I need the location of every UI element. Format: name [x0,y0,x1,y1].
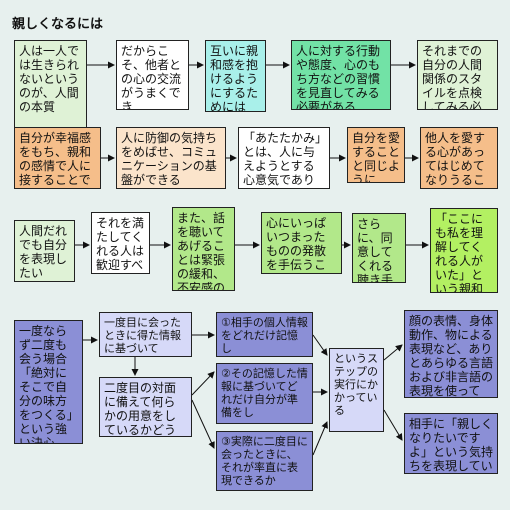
node-r2-2: 人に防御の気持ちをめばせ、コミュニケーションの基盤ができる [116,127,226,189]
node-check-2: ②その記憶した情報に基づいてどれだけ自分が準備をし [216,363,313,424]
node-r3-2: それを満たしてくれる人は歓迎すべき人 [91,212,150,274]
node-r1-4: 人に対する行動や態度、心のもち方などの習慣を見直してみる必要がある [291,40,391,110]
node-check-1: ①相手の個人情報をどれだけ記憶し [216,312,313,357]
node-r3-3: また、話を聴いてあげることは緊張の緩和、不安感の解消など [172,207,235,291]
node-step: というステップの実行にかかっている [329,348,384,432]
node-r1-2: だからこそ、他者との心の交流がうまくでき [116,40,189,110]
node-intro: 一度ならず二度も会う場合「絶対にそこで自分の味方をつくる」という強い決心が、まず… [14,320,83,444]
page-title: 親しくなるには [12,17,104,32]
node-r1-1: 人は一人では生きられないというのが、人間の本質 [14,40,87,138]
node-r3-5: さらに、同意してくれる聴き手がいたら [352,213,406,283]
node-express: 顔の表情、身体動作、物による表現など、ありとあらゆる言語および非言語の表現を使っ… [404,310,498,398]
node-first-meeting: 一度目に会ったときに得た情報に基づいて [99,312,192,357]
node-r3-1: 人間だれでも自分を表現したい [14,220,75,282]
node-check-3: ③実際に二度目に会ったときに、それが率直に表現できるか [216,431,313,491]
node-r2-5: 他人を愛する心があってはじめてなりうること [420,127,498,189]
node-r3-4: 心にいっぱいつまったものの発散を手伝うことになる [261,212,342,274]
node-r2-3: 「あたたかみ」とは、人に与えようとする心意気であり [238,127,330,189]
node-r1-5: それまでの自分の人間関係のスタイルを点検してみる必要がある [417,40,498,110]
node-r2-1: 自分が幸福感をもち、親和の感情で人に接することで [14,127,101,189]
node-r3-6: 「ここにも私を理解してくれる人がいた」という親和感がわく [430,208,498,293]
node-r2-4: 自分を愛することと同じように [347,127,405,183]
node-second-prep: 二度目の対面に備えて何らかの用意をしているかどうか [99,377,192,437]
node-r1-3: 互いに親和感を抱けるようにするためには [205,40,266,112]
node-message: 相手に「親しくなりたいですよ」という気持ちを表現していく [404,413,498,474]
